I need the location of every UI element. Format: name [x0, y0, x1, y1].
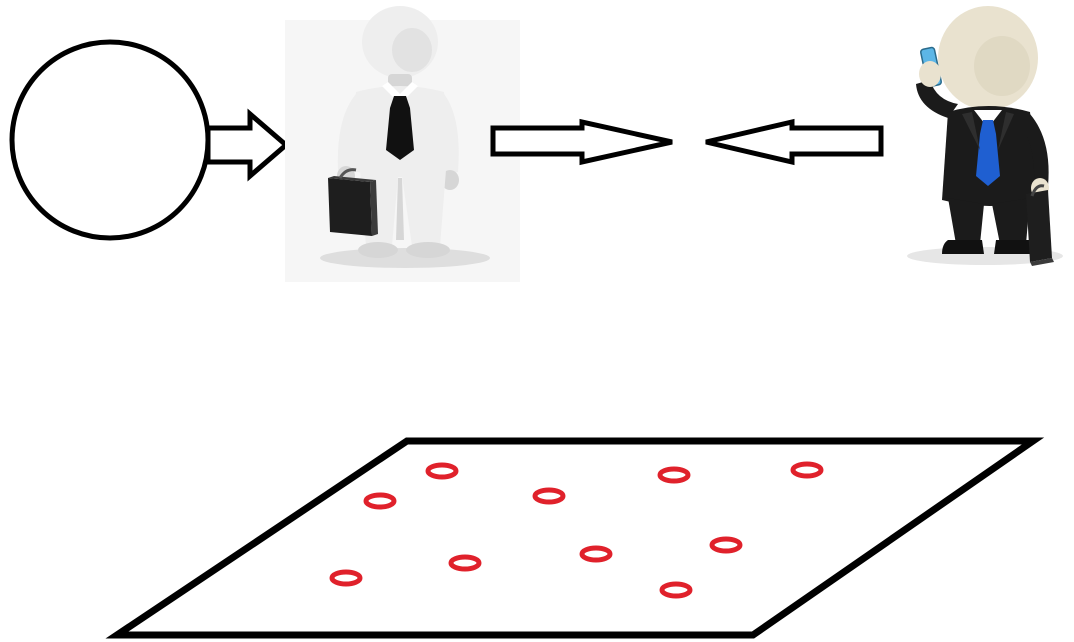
ring-marker-icon — [790, 461, 824, 479]
source-circle-icon — [9, 39, 211, 241]
ring-markers — [329, 461, 824, 599]
ring-marker-icon — [657, 466, 691, 484]
ring-marker-icon — [329, 569, 363, 587]
ring-marker-icon — [425, 462, 459, 480]
ring-marker-icon — [363, 492, 397, 510]
ring-marker-icon — [532, 487, 566, 505]
arrow-left-icon — [705, 118, 884, 166]
businessman-with-briefcase-icon — [285, 6, 520, 282]
parallelogram-plane-icon — [105, 437, 1045, 639]
ring-marker-icon — [659, 581, 693, 599]
ring-marker-icon — [709, 536, 743, 554]
arrow-right-icon — [490, 118, 673, 166]
businessman-on-phone-icon — [907, 6, 1063, 266]
ring-marker-icon — [448, 554, 482, 572]
arrow-right-icon — [205, 108, 290, 182]
ring-marker-icon — [579, 545, 613, 563]
